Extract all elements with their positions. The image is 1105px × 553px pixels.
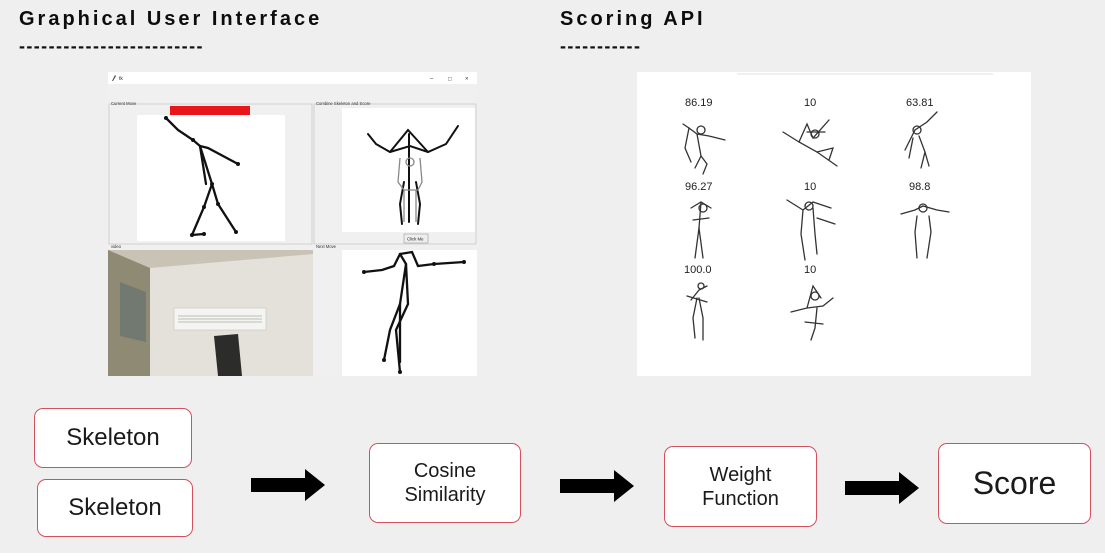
pose-thumbnail-1 [682, 123, 726, 175]
score-label-2: 10 [804, 97, 816, 109]
score-label-4: 96.27 [685, 181, 713, 193]
gui-screenshot: tk – □ × Current Move Combine Skeleton a… [108, 72, 477, 376]
gui-heading-underline: ------------------------- [19, 36, 204, 56]
pose-thumbnail-8 [790, 284, 834, 341]
score-label-7: 100.0 [684, 264, 712, 276]
pose-thumbnail-5 [786, 199, 836, 261]
arrow-right-icon-2 [560, 470, 634, 502]
weight-label-line1: Weight [709, 463, 772, 486]
pose-thumbnail-7 [686, 282, 708, 341]
arrow-right-icon-1 [251, 469, 325, 501]
pose-thumbnail-3 [904, 111, 938, 169]
maximize-button[interactable]: □ [448, 77, 452, 83]
cosine-label-line2: Similarity [404, 484, 486, 506]
score-grid: 86.19 10 63.81 96.27 10 98.8 100.0 10 [682, 73, 993, 341]
current-move-label: Current Move [111, 101, 137, 106]
scoring-screenshot: 86.19 10 63.81 96.27 10 98.8 100.0 10 [637, 72, 1031, 376]
minimize-button[interactable]: – [430, 77, 434, 83]
cosine-similarity-box: Cosine Similarity [369, 443, 521, 523]
scoring-heading-underline: ----------- [560, 36, 642, 56]
arrow-right-icon-3 [845, 472, 919, 504]
pose-thumbnail-4 [690, 201, 712, 259]
score-label-5: 10 [804, 181, 816, 193]
close-button[interactable]: × [465, 77, 469, 83]
gui-heading: Graphical User Interface [19, 8, 323, 30]
next-move-skeleton [362, 250, 466, 374]
next-move-label: Next Move [316, 244, 337, 249]
app-feather-icon [112, 75, 116, 81]
air-vent [178, 315, 262, 323]
combine-label: Combine Skeleton and Score [316, 101, 371, 106]
click-me-label: Click Me [407, 237, 424, 242]
video-label: video [111, 244, 122, 249]
skeleton-box-top: Skeleton [34, 408, 192, 468]
score-label-1: 86.19 [685, 97, 713, 109]
click-me-button[interactable] [403, 233, 429, 244]
gui-window: tk – □ × Current Move Combine Skeleton a… [108, 72, 477, 376]
score-label-6: 98.8 [909, 181, 930, 193]
pose-thumbnail-6 [900, 203, 950, 259]
window-title: tk [119, 76, 123, 82]
score-label-8: 10 [804, 264, 816, 276]
overlay-skeleton [397, 157, 423, 222]
next-move-joints [362, 260, 466, 374]
weight-function-box: Weight Function [664, 446, 817, 527]
weight-label-line2: Function [702, 487, 779, 510]
current-move-joints [164, 116, 240, 237]
pose-thumbnail-2 [782, 119, 838, 167]
cosine-label-line1: Cosine [413, 460, 477, 482]
combined-skeleton [367, 125, 459, 225]
skeleton-box-bottom: Skeleton [37, 479, 193, 537]
score-label-3: 63.81 [906, 97, 934, 109]
red-banner [170, 106, 250, 115]
score-box: Score [938, 443, 1091, 524]
scoring-heading: Scoring API [560, 8, 706, 30]
